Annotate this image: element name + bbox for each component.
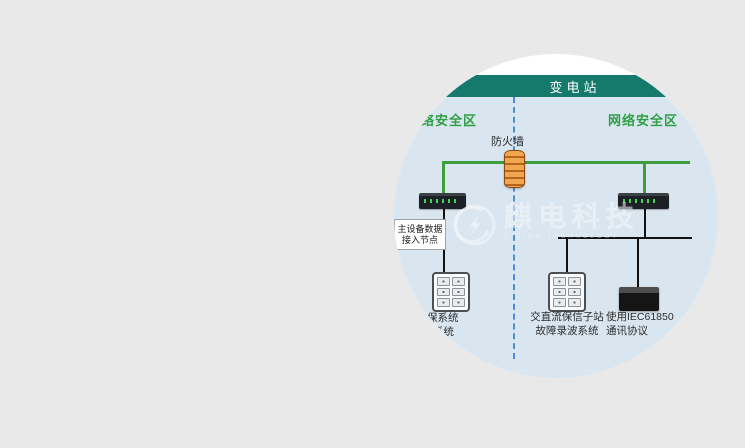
- bus-horizontal-right: [558, 237, 692, 239]
- relay-grid-cell: [568, 287, 581, 297]
- zone-divider-dashed-line: [513, 97, 515, 359]
- caption-left-line2: 系统: [433, 326, 454, 338]
- access-node-line2: 接入节点: [401, 234, 438, 245]
- relay-grid-cell: [568, 298, 581, 307]
- substation-title: 变电站: [549, 79, 601, 95]
- substation-diagram-circle: 变电站 网络安全区 网络安全区 防火墙 主设备数据 接入节点: [394, 54, 718, 378]
- relay-grid-cell: [437, 277, 450, 286]
- caption-middle: 交直流保信子站 故障录波系统: [507, 310, 627, 338]
- firewall-label: 防火墙: [491, 136, 524, 148]
- relay-grid-cell: [553, 277, 566, 286]
- caption-right-line2: 通讯协议: [606, 325, 648, 337]
- protocol-converter-device-icon: [619, 287, 659, 311]
- backbone-drop-left: [442, 161, 445, 195]
- access-node-line1: 主设备数据: [397, 223, 443, 234]
- caption-middle-line1: 交直流保信子站: [530, 311, 604, 323]
- bus-drop-black-device: [637, 237, 639, 287]
- caption-middle-line2: 故障录波系统: [535, 325, 599, 337]
- relay-grid-cell: [452, 287, 465, 297]
- relay-device-middle-icon: [548, 272, 586, 312]
- relay-grid-cell: [452, 298, 465, 307]
- relay-grid-cell: [452, 277, 465, 286]
- network-switch-left: [419, 193, 466, 209]
- access-node-label-box: 主设备数据 接入节点: [394, 219, 446, 250]
- caption-right-line1: 使用IEC61850: [606, 311, 674, 323]
- relay-grid-cell: [553, 287, 566, 297]
- zone-label-left: 网络安全区: [407, 113, 478, 128]
- substation-header-band: 变电站: [394, 75, 718, 97]
- relay-grid-cell: [568, 277, 581, 286]
- relay-grid-cell: [553, 298, 566, 307]
- zone-label-right: 网络安全区: [608, 113, 679, 128]
- backbone-drop-right: [643, 161, 646, 195]
- caption-left-line1: 保系统: [427, 312, 459, 324]
- network-switch-right: [618, 193, 669, 209]
- relay-grid-cell: [437, 298, 450, 307]
- bus-vertical-right: [644, 209, 646, 239]
- relay-device-left-icon: [432, 272, 470, 312]
- caption-right: 使用IEC61850 通讯协议: [606, 310, 674, 338]
- backbone-line: [442, 161, 690, 164]
- relay-grid-cell: [437, 287, 450, 297]
- bus-drop-middle-device: [566, 237, 568, 272]
- switch-leds-icon: [424, 199, 457, 203]
- firewall-icon: [504, 150, 525, 188]
- switch-leds-icon: [623, 199, 659, 203]
